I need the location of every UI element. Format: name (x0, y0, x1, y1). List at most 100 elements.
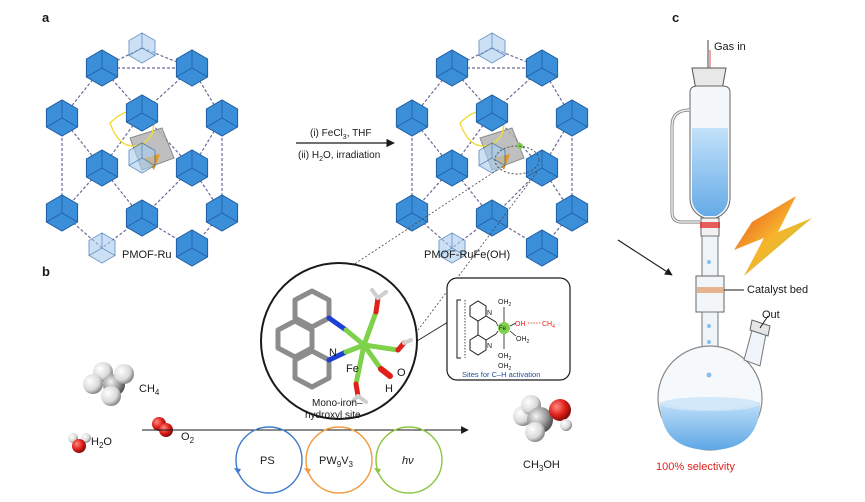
polyhedron-facet-edge (436, 67, 453, 78)
inset-oh2-top: OH2 (498, 299, 512, 308)
polyhedron-facet-edge (191, 67, 208, 78)
polyhedron-facet-edge (128, 157, 143, 166)
organic-linker (411, 212, 453, 249)
synthesis-step-2: (ii) H2O, irradiation (298, 150, 380, 163)
polyhedron-facet-edge (526, 167, 543, 178)
polyhedron-facet-edge (176, 67, 193, 78)
polyhedron-facet-edge (411, 117, 428, 128)
polyhedron-facet-edge (556, 212, 573, 223)
inset-ch4-red: CH4 (542, 321, 555, 330)
polyhedron-facet-edge (141, 47, 156, 56)
oxygen-molecule (152, 417, 173, 437)
mono-iron-hydroxyl-site: N Fe O H Mono-iron– hydroxyl site (260, 262, 418, 421)
synthesis-step-1: (i) FeCl3, THF (310, 128, 372, 141)
site-fe-label: Fe (346, 363, 359, 375)
polyhedron-facet-edge (571, 117, 588, 128)
gas-in-label: Gas in (714, 41, 746, 53)
inset-n-top: N (487, 310, 492, 317)
polyhedron-facet-edge (206, 117, 223, 128)
inset-caption: Sites for C–H activation (462, 370, 540, 379)
polyhedron-facet-edge (541, 247, 558, 258)
polyhedron-facet-edge (88, 247, 103, 256)
polyhedron-facet-edge (478, 47, 493, 56)
polyhedron-facet-edge (451, 67, 468, 78)
catalyst-bed (697, 287, 723, 293)
polyhedron-facet-edge (491, 112, 508, 123)
polyhedron-facet-edge (476, 217, 493, 228)
photoreactor (657, 40, 771, 451)
mof-right-label: PMOF-RuFe(OH) (424, 249, 510, 261)
polyhedron-facet-edge (526, 247, 543, 258)
mof-left-label: PMOF-Ru (122, 249, 172, 261)
site-caption-line2: hydroxyl site (305, 410, 361, 421)
polyhedron-facet-edge (491, 47, 506, 56)
panel-c-letter: c (672, 10, 679, 25)
polyhedron-facet-edge (191, 167, 208, 178)
methanol-label: CH3OH (523, 459, 560, 473)
polyhedron-facet-edge (141, 217, 158, 228)
polyhedron-facet-edge (101, 67, 118, 78)
polyhedron-facet-edge (396, 212, 413, 223)
polyhedron-facet-edge (191, 247, 208, 258)
methane-label: CH4 (139, 383, 160, 397)
polyhedron-facet-edge (128, 47, 143, 56)
out-label: Out (762, 309, 780, 321)
polyhedron-facet-edge (86, 67, 103, 78)
polyhedron-facet-edge (176, 167, 193, 178)
polyhedron-facet-edge (436, 167, 453, 178)
polyhedron-facet-edge (541, 67, 558, 78)
cycle-light-label: hν (402, 455, 414, 467)
mof-framework-left (45, 32, 239, 267)
mof-framework-right (395, 32, 589, 267)
polyhedron-facet-edge (86, 167, 103, 178)
inset-structure-box: N N Fe OH2 OH2 OH2 OH2 OH CH4 Sites for … (446, 277, 571, 381)
cycle-pw9v3-label: PW9V3 (319, 455, 354, 469)
panel-b-letter: b (42, 264, 50, 279)
polyhedron-facet-edge (141, 112, 158, 123)
catalyst-bed-label: Catalyst bed (747, 284, 808, 296)
polyhedron-facet-edge (491, 157, 506, 166)
polyhedron-facet-edge (438, 247, 453, 256)
polyhedron-facet-edge (221, 117, 238, 128)
polyhedron-facet-edge (221, 212, 238, 223)
panel-a-letter: a (42, 10, 50, 25)
inset-oh2-bottom-2: OH2 (498, 363, 512, 372)
polyhedron-facet-edge (61, 117, 78, 128)
polyhedron-facet-edge (46, 212, 63, 223)
polyhedron-facet-edge (141, 157, 156, 166)
inset-oh2-right: OH2 (516, 336, 530, 345)
polyhedron-facet-edge (526, 67, 543, 78)
organic-linker (61, 212, 103, 249)
inset-connector (416, 321, 449, 342)
polyhedron-facet-edge (411, 212, 428, 223)
polyhedron-facet-edge (571, 212, 588, 223)
cycle-light (374, 426, 443, 494)
polyhedron-facet-edge (451, 247, 466, 256)
to-reactor-arrow (617, 239, 673, 276)
polyhedron-facet-edge (46, 117, 63, 128)
cycle-ps (234, 426, 303, 494)
polyhedron-facet-edge (396, 117, 413, 128)
polyhedron-facet-edge (126, 217, 143, 228)
polyhedron-facet-edge (491, 217, 508, 228)
light-bolt-icon (734, 196, 812, 276)
water-label: H2O (91, 436, 112, 450)
inset-n-bottom: N (487, 343, 492, 350)
polyhedron-facet-edge (451, 167, 468, 178)
polyhedron-facet-edge (478, 157, 493, 166)
organic-linker (491, 47, 543, 69)
zoom-region-marker (494, 145, 540, 175)
inset-fe-label: Fe (499, 326, 507, 332)
polyhedron-facet-edge (101, 167, 118, 178)
polyhedron-facet-edge (101, 247, 116, 256)
inset-oh2-bottom: OH2 (498, 353, 512, 362)
methanol-molecule (513, 395, 572, 442)
polyhedron-facet-edge (126, 112, 143, 123)
cycle-pw9v3 (304, 426, 373, 494)
site-o-label: O (397, 367, 406, 379)
polyhedron-facet-edge (176, 247, 193, 258)
polyhedron-facet-edge (556, 117, 573, 128)
site-n-label: N (329, 347, 337, 359)
water-molecule (68, 433, 91, 453)
polyhedron-facet-edge (61, 212, 78, 223)
